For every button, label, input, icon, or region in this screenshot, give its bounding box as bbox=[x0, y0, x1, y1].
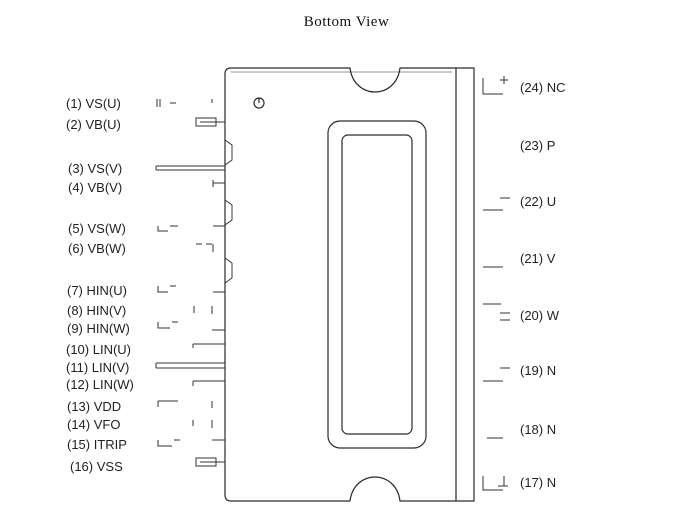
pin-lead-15 bbox=[157, 439, 225, 447]
pin-lead-11 bbox=[155, 362, 225, 369]
pin-label-10: (10) LIN(U) bbox=[66, 342, 132, 357]
pin-lead-16 bbox=[195, 457, 225, 467]
pin-label-17: (17) N bbox=[520, 475, 557, 490]
pin-label-14: (14) VFO bbox=[67, 417, 121, 432]
pin-lead-9 bbox=[157, 321, 225, 331]
package-body-outline bbox=[224, 67, 475, 502]
diagram-title: Bottom View bbox=[303, 14, 390, 30]
pin-label-1: (1) VS(U) bbox=[66, 96, 121, 111]
pin-lead-24 bbox=[482, 76, 508, 95]
pin-label-24: (24) NC bbox=[520, 80, 566, 95]
pin-lead-5 bbox=[157, 225, 225, 232]
pin-lead-13 bbox=[157, 400, 213, 408]
pin-label-11: (11) LIN(V) bbox=[66, 360, 130, 375]
pin-label-9: (9) HIN(W) bbox=[67, 321, 130, 336]
pin-lead-3 bbox=[155, 165, 225, 171]
pin-label-3: (3) VS(V) bbox=[68, 161, 123, 176]
pin-label-18: (18) N bbox=[520, 422, 557, 437]
pin-lead-12 bbox=[192, 380, 225, 386]
pin-lead-2 bbox=[195, 117, 225, 127]
left-pin-leads bbox=[155, 99, 225, 467]
pin-label-2: (2) VB(U) bbox=[66, 117, 121, 132]
pin-lead-1 bbox=[156, 99, 213, 107]
pin-lead-22 bbox=[483, 197, 510, 211]
pin-label-16: (16) VSS bbox=[70, 459, 123, 474]
pin-label-8: (8) HIN(V) bbox=[67, 303, 127, 318]
pin-label-20: (20) W bbox=[520, 308, 559, 323]
pin-lead-4 bbox=[212, 180, 225, 187]
pin-label-6: (6) VB(W) bbox=[68, 241, 126, 256]
pin-label-4: (4) VB(V) bbox=[68, 180, 123, 195]
pin-label-19: (19) N bbox=[520, 363, 557, 378]
heatsink-inner-frame bbox=[341, 134, 413, 435]
pin-lead-14 bbox=[192, 420, 213, 428]
pin-lead-19 bbox=[483, 367, 510, 382]
right-pin-leads bbox=[482, 76, 510, 491]
pin-label-15: (15) ITRIP bbox=[67, 437, 127, 452]
pin-lead-10 bbox=[192, 343, 225, 348]
pin-label-23: (23) P bbox=[520, 138, 556, 153]
pin-lead-17 bbox=[482, 476, 508, 491]
pin-lead-20 bbox=[483, 303, 510, 321]
package-left-edge-steps bbox=[224, 139, 233, 284]
pin-label-12: (12) LIN(W) bbox=[66, 377, 134, 392]
pin-label-7: (7) HIN(U) bbox=[67, 283, 127, 298]
pin-lead-7 bbox=[157, 285, 225, 293]
pin-lead-8 bbox=[193, 306, 213, 314]
pin-label-13: (13) VDD bbox=[67, 399, 122, 414]
heatsink-outer-frame bbox=[327, 120, 427, 449]
pin-lead-6 bbox=[196, 243, 214, 252]
pin-label-21: (21) V bbox=[520, 251, 556, 266]
pin-label-5: (5) VS(W) bbox=[68, 221, 126, 236]
pin-label-22: (22) U bbox=[520, 194, 557, 209]
